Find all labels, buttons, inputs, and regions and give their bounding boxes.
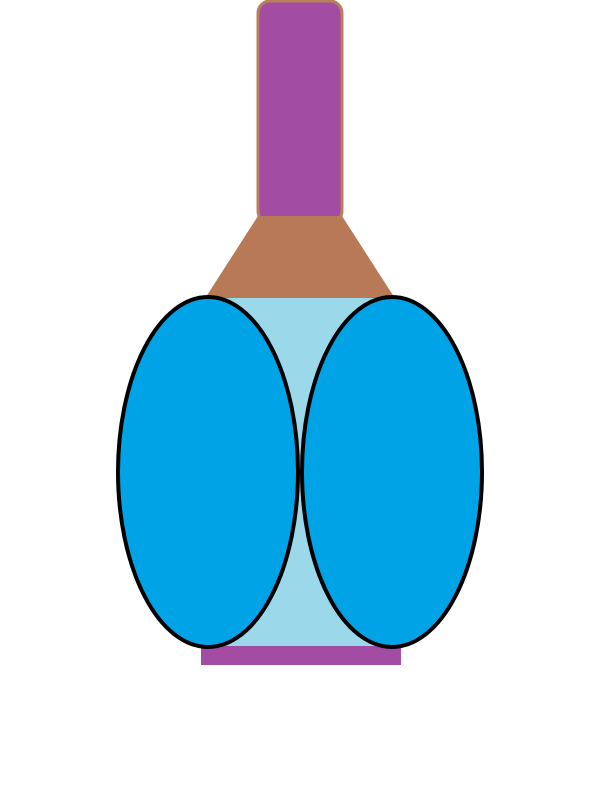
right-lobe bbox=[300, 295, 484, 649]
neck-trapezoid bbox=[204, 216, 396, 300]
left-lobe bbox=[116, 295, 300, 649]
top-rod bbox=[256, 0, 344, 225]
base-bar bbox=[201, 646, 401, 665]
